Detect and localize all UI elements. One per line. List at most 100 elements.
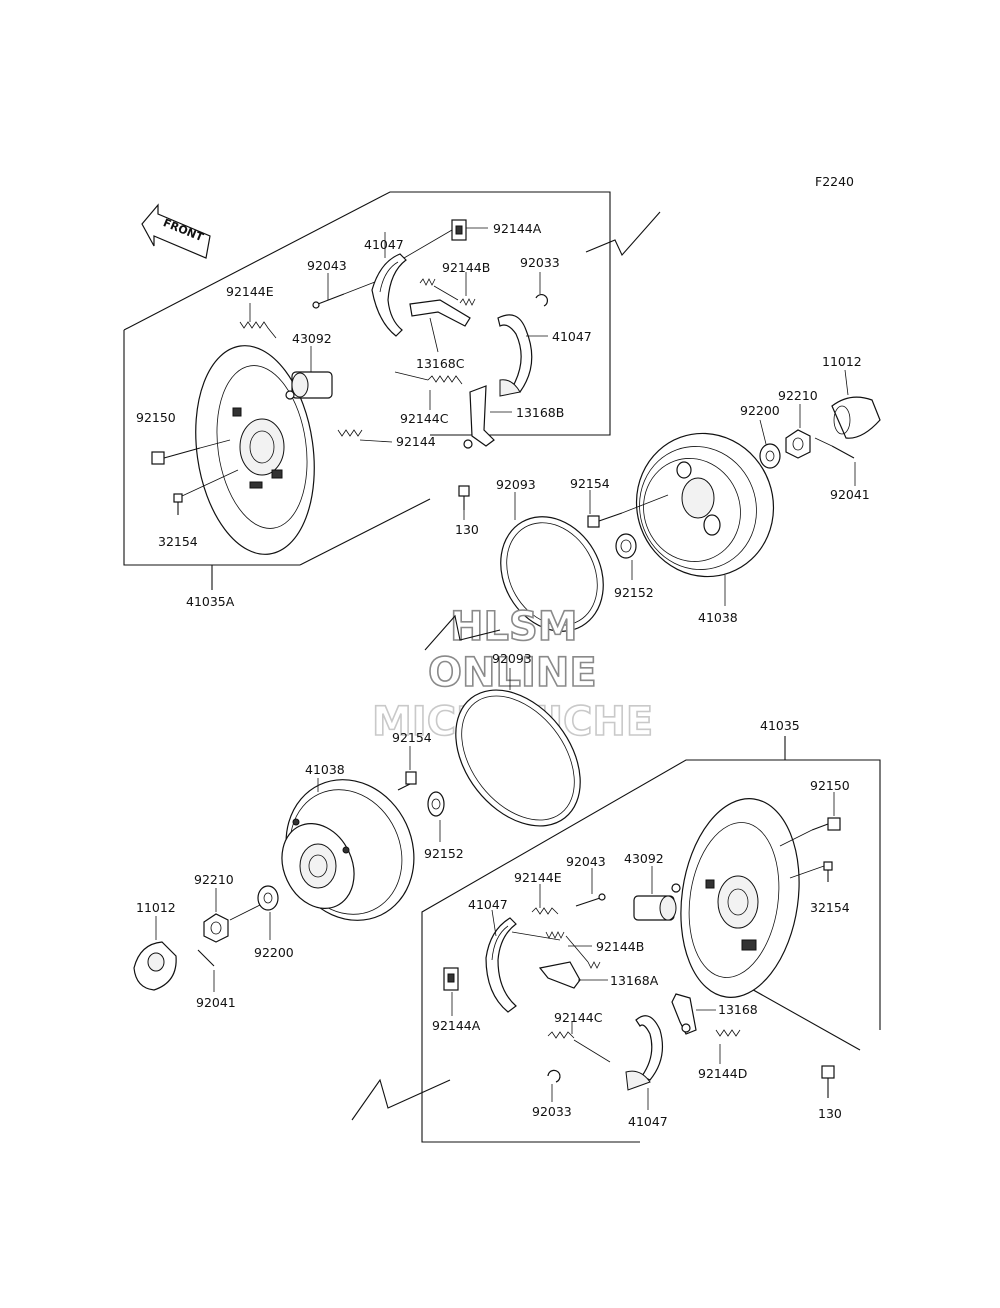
brake-shoe-41047-upper-top bbox=[371, 229, 453, 337]
label-92144-upper: 92144 bbox=[396, 434, 436, 449]
label-92150-lower: 92150 bbox=[810, 778, 850, 793]
lever-13168-lower bbox=[671, 993, 716, 1035]
label-13168C-upper: 13168C bbox=[416, 356, 465, 371]
label-92093-lower: 92093 bbox=[492, 651, 532, 666]
label-92144B-lower: 92144B bbox=[596, 939, 644, 954]
clip-92033-lower bbox=[547, 1069, 561, 1102]
label-92210-lower: 92210 bbox=[194, 872, 234, 887]
label-32154-lower: 32154 bbox=[810, 900, 850, 915]
label-92200-upper: 92200 bbox=[740, 403, 780, 418]
spring-92144-upper bbox=[337, 429, 393, 443]
label-92033-upper: 92033 bbox=[520, 255, 560, 270]
break-mark-lower bbox=[351, 1078, 451, 1121]
bolt-130-lower bbox=[821, 1065, 835, 1098]
label-41047-lower-bottom: 41047 bbox=[628, 1114, 668, 1129]
brake-shoe-41047-lower-top bbox=[485, 909, 561, 1013]
watermark-line-1: HLSM bbox=[450, 604, 578, 650]
label-41047-upper-top: 41047 bbox=[364, 237, 404, 252]
lever-13168A-lower bbox=[538, 961, 608, 989]
front-arrow-icon: FRONT bbox=[141, 203, 211, 259]
cap-11012-lower bbox=[133, 916, 177, 991]
bolt-92150-lower bbox=[779, 792, 841, 847]
upper-drum-assembly: 11012 92210 92200 92041 92154 92093 9215… bbox=[496, 354, 881, 632]
label-92144C-upper: 92144C bbox=[400, 411, 449, 426]
label-92144D-lower: 92144D bbox=[698, 1066, 747, 1081]
brake-drum-41038-upper bbox=[635, 432, 775, 606]
group-label-41035A: 41035A bbox=[186, 594, 235, 609]
cap-11012-upper bbox=[831, 369, 881, 439]
spring-92144D-lower bbox=[715, 1029, 741, 1064]
clip-92144A-lower bbox=[443, 967, 459, 1016]
bolt-92150-upper bbox=[151, 439, 231, 465]
group-box-upper-bottom bbox=[299, 498, 431, 566]
break-mark-center bbox=[424, 614, 501, 651]
backing-plate-lower bbox=[680, 798, 800, 998]
wheel-cylinder-43092-lower bbox=[633, 866, 681, 921]
seal-92093-lower bbox=[455, 668, 581, 827]
label-92093-upper: 92093 bbox=[496, 477, 536, 492]
label-92154-upper-drum: 92154 bbox=[570, 476, 610, 491]
lever-13168B-upper bbox=[463, 385, 512, 449]
label-92210-upper: 92210 bbox=[778, 388, 818, 403]
label-92043-upper: 92043 bbox=[307, 258, 347, 273]
brake-drum-41038-lower bbox=[281, 778, 415, 921]
clip-92144A-upper bbox=[451, 219, 488, 241]
seal-92093-upper bbox=[500, 492, 604, 632]
label-92144A-lower: 92144A bbox=[432, 1018, 481, 1033]
label-92144A-upper: 92144A bbox=[493, 221, 542, 236]
label-41038-lower: 41038 bbox=[305, 762, 345, 777]
label-92033-lower: 92033 bbox=[532, 1104, 572, 1119]
label-43092-lower: 43092 bbox=[624, 851, 664, 866]
label-32154-upper: 32154 bbox=[158, 534, 198, 549]
label-11012-upper: 11012 bbox=[822, 354, 862, 369]
label-43092-upper: 43092 bbox=[292, 331, 332, 346]
spring-92144E-upper bbox=[239, 303, 277, 339]
bolt-32154-upper bbox=[173, 469, 239, 515]
label-92152-lower: 92152 bbox=[424, 846, 464, 861]
label-92144E-upper: 92144E bbox=[226, 284, 274, 299]
label-41047-lower-top: 41047 bbox=[468, 897, 508, 912]
bolt-32154-lower bbox=[789, 861, 833, 882]
washer-92200-lower bbox=[229, 885, 279, 940]
label-92150-upper: 92150 bbox=[136, 410, 176, 425]
label-92154-lower: 92154 bbox=[392, 730, 432, 745]
spring-92144B-lower bbox=[545, 931, 601, 969]
brake-shoe-41047-upper-right bbox=[497, 314, 548, 397]
washer-92152-upper bbox=[615, 533, 637, 580]
label-41047-upper-right: 41047 bbox=[552, 329, 592, 344]
label-92144E-lower: 92144E bbox=[514, 870, 562, 885]
label-92144B-upper: 92144B bbox=[442, 260, 490, 275]
upper-brake-panel-assembly: 41047 92144A 92043 92144B 92033 92144E 4… bbox=[123, 191, 661, 609]
label-11012-lower: 11012 bbox=[136, 900, 176, 915]
label-92152-upper: 92152 bbox=[614, 585, 654, 600]
label-92200-lower: 92200 bbox=[254, 945, 294, 960]
label-92043-lower: 92043 bbox=[566, 854, 606, 869]
washer-92152-lower bbox=[427, 791, 445, 842]
bolt-130-upper bbox=[458, 485, 470, 520]
label-130-upper: 130 bbox=[455, 522, 479, 537]
group-box-upper-top bbox=[123, 191, 611, 436]
washer-92200-upper bbox=[759, 419, 781, 469]
break-mark-upper bbox=[585, 211, 661, 256]
spring-92144B-upper bbox=[419, 272, 476, 306]
figure-code: F2240 bbox=[815, 174, 854, 189]
bolt-92154-lower bbox=[397, 746, 417, 791]
lower-brake-panel-assembly: 41035 92150 92043 43092 92144E 32154 410… bbox=[351, 718, 881, 1143]
clip-92033-upper bbox=[535, 272, 548, 307]
label-13168B-upper: 13168B bbox=[516, 405, 564, 420]
group-box-upper-left bbox=[123, 330, 300, 566]
pin-92041-upper bbox=[814, 437, 856, 486]
label-41038-upper: 41038 bbox=[698, 610, 738, 625]
watermark-line-2: ONLINE bbox=[428, 650, 597, 696]
wheel-cylinder-43092-upper bbox=[285, 346, 333, 400]
pin-92041-lower bbox=[197, 949, 215, 992]
nut-92210-upper bbox=[785, 404, 811, 459]
label-92144C-lower: 92144C bbox=[554, 1010, 603, 1025]
spring-92144E-lower bbox=[531, 884, 559, 915]
pin-92043-upper bbox=[312, 273, 381, 309]
backing-plate-upper bbox=[195, 345, 315, 555]
lever-13168C-upper bbox=[409, 299, 471, 353]
label-92041-upper: 92041 bbox=[830, 487, 870, 502]
label-13168-lower: 13168 bbox=[718, 1002, 758, 1017]
